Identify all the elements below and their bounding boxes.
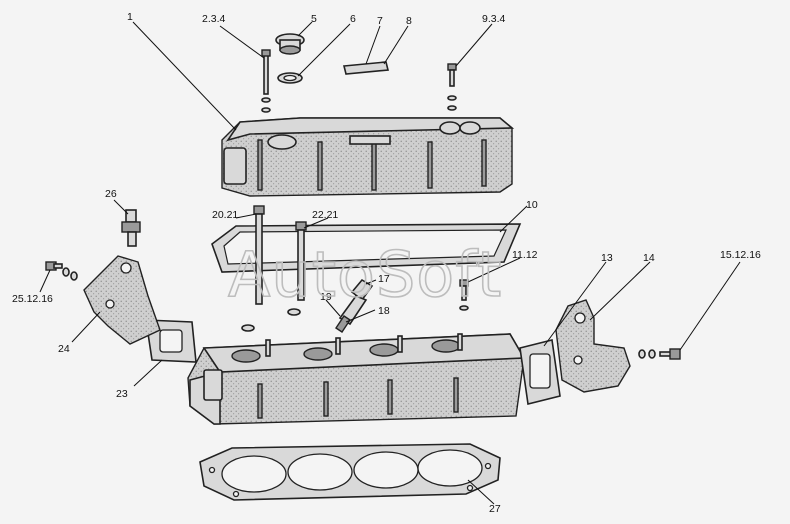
filler-seal xyxy=(277,72,303,84)
watermark: AutoSoft xyxy=(228,238,502,311)
valve-cover xyxy=(221,117,515,197)
callout-10: 10 xyxy=(526,199,538,211)
stud-bolt xyxy=(459,279,469,311)
bracket-bolt-right xyxy=(638,348,681,360)
callout-1: 1 xyxy=(127,11,133,23)
temperature-sensor xyxy=(121,209,141,247)
callout-26: 26 xyxy=(105,188,117,200)
callout-23: 23 xyxy=(116,388,128,400)
callout-25-12-16: 25.12.16 xyxy=(12,293,53,305)
cover-bolt-right xyxy=(447,63,457,111)
bracket-bolt-left xyxy=(45,261,78,281)
callout-24: 24 xyxy=(58,343,70,355)
cylinder-head xyxy=(187,333,526,425)
callout-20-21: 20.21 xyxy=(212,209,238,221)
callout-17: 17 xyxy=(378,273,390,285)
flange-gasket-right xyxy=(519,339,561,405)
callout-2-3-4: 2.3.4 xyxy=(202,13,226,25)
callout-8: 8 xyxy=(406,15,412,27)
cover-gasket xyxy=(211,223,522,273)
head-gasket xyxy=(199,443,501,501)
callout-7: 7 xyxy=(377,15,383,27)
lifting-bracket-right xyxy=(555,299,631,393)
head-bolt-left xyxy=(241,205,265,332)
callout-9-3-4: 9.3.4 xyxy=(482,13,506,25)
callout-labels: 1 2.3.4 5 6 7 8 9.3.4 10 11.12 13 14 15.… xyxy=(12,11,761,515)
callout-27: 27 xyxy=(489,503,501,515)
callout-13: 13 xyxy=(601,252,613,264)
head-bolt-right xyxy=(287,221,307,316)
callout-22-21: 22.21 xyxy=(312,209,338,221)
callout-6: 6 xyxy=(350,13,356,25)
callout-19: 19 xyxy=(320,291,332,303)
callout-18: 18 xyxy=(378,305,390,317)
callout-11-12: 11.12 xyxy=(512,249,538,261)
lifting-bracket-left xyxy=(83,255,161,345)
callout-5: 5 xyxy=(311,13,317,25)
callout-15-12-16: 15.12.16 xyxy=(720,249,761,261)
leader-lines xyxy=(39,21,741,505)
filler-cap xyxy=(275,33,305,55)
small-plate xyxy=(342,61,390,75)
cover-bolt-left xyxy=(261,49,271,113)
callout-14: 14 xyxy=(643,252,655,264)
